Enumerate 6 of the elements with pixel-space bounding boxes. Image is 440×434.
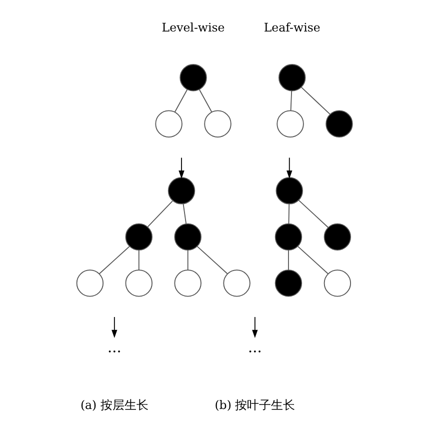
label: Leaf-wise [264,20,320,34]
label: (b) 按叶子生长 [214,398,296,412]
node-text: ··· [248,344,262,361]
label: Level-wise [162,20,225,34]
label: (a) 按层生长 [80,398,148,412]
node-text: ··· [108,344,122,361]
